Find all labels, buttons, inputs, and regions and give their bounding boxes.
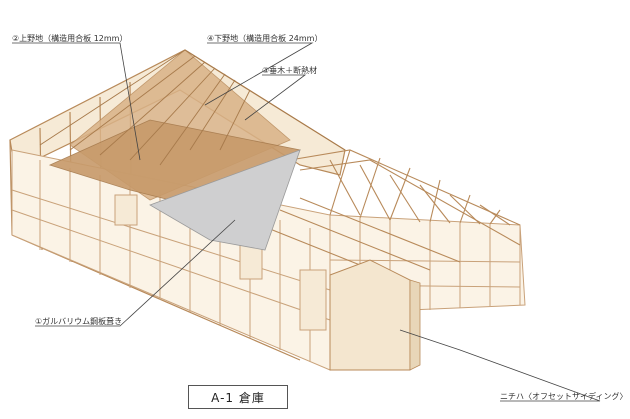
leader-rafter-insulation bbox=[244, 74, 307, 121]
label-lower-sheathing: ④下野地（構造用合板 24mm） bbox=[207, 33, 322, 43]
siding-wall-block bbox=[329, 259, 421, 371]
roof-trusses bbox=[259, 149, 521, 286]
diagram-caption: A-1 倉庫 bbox=[188, 385, 288, 409]
leader-upper-sheathing bbox=[12, 42, 141, 161]
label-roofing: ①ガルバリウム鋼板葺き bbox=[35, 316, 122, 326]
label-rafter-insulation: ③垂木＋断熱材 bbox=[262, 65, 317, 75]
label-upper-sheathing: ②上野地（構造用合板 12mm） bbox=[12, 33, 127, 43]
leader-siding bbox=[399, 329, 601, 402]
label-siding: ニチハ〈オフセットサイディング〉 bbox=[500, 391, 627, 401]
leader-lines bbox=[12, 42, 601, 402]
leader-roofing bbox=[35, 219, 236, 327]
leader-lower-sheathing bbox=[204, 42, 314, 106]
galvalume-roof-panel bbox=[149, 149, 301, 251]
